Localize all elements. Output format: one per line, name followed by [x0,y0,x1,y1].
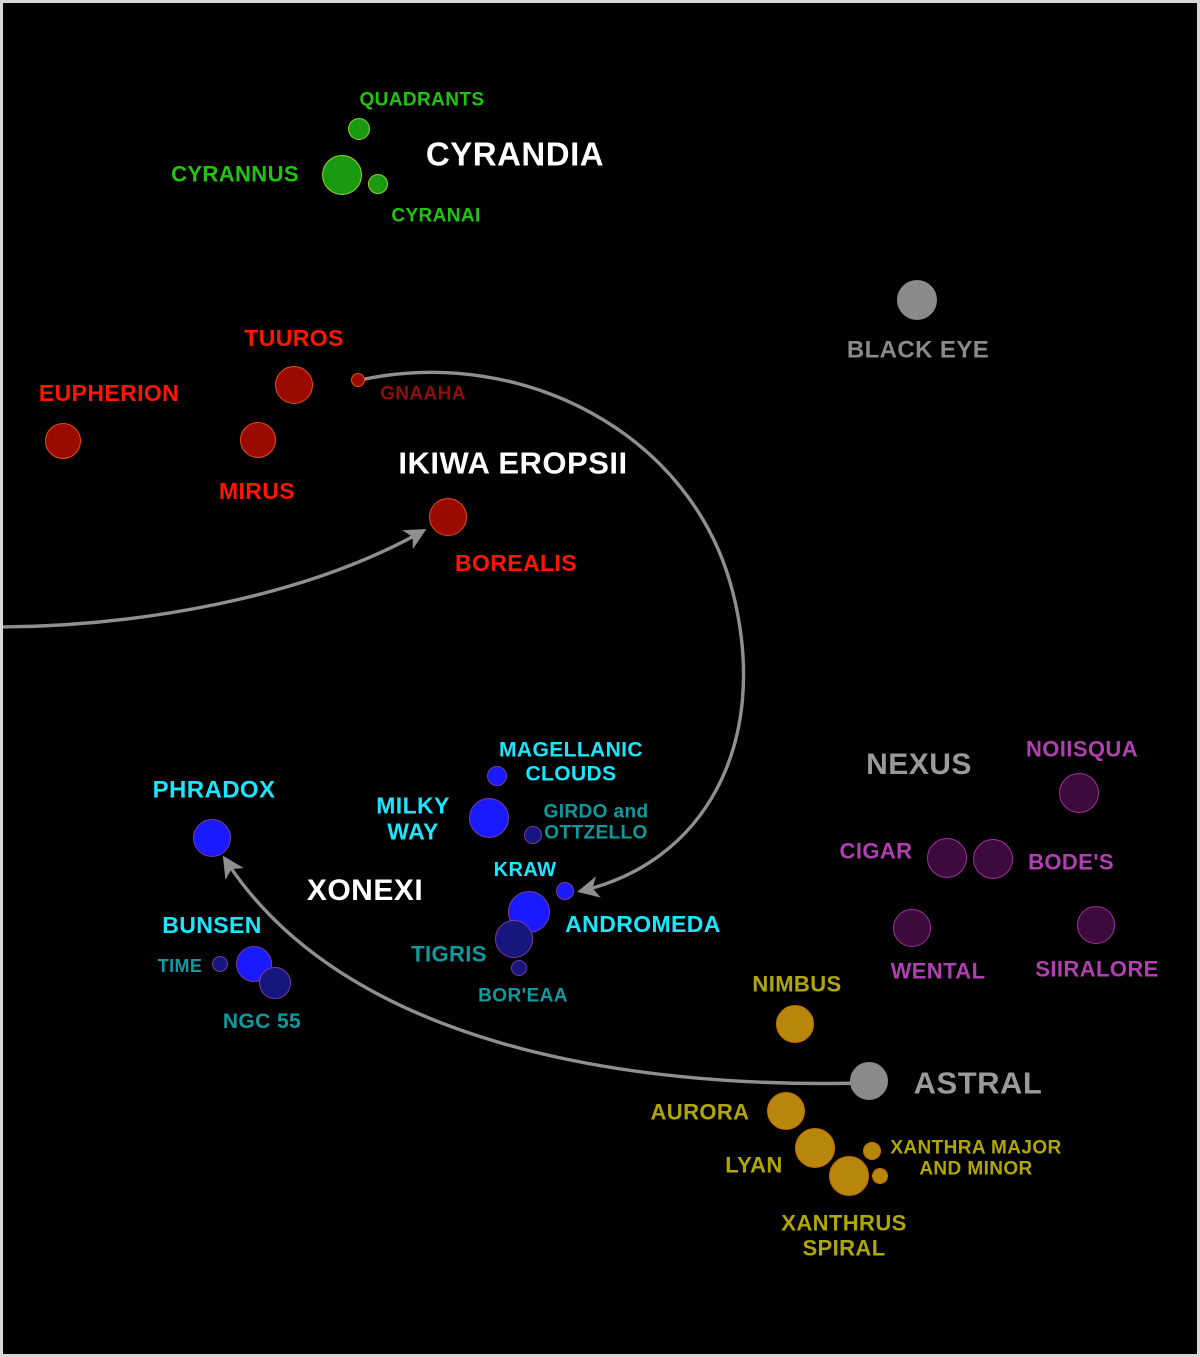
galaxy-node-bodes[interactable] [973,839,1013,879]
galaxy-label-girdo-ottzello: GIRDO and OTTZELLO [543,801,649,844]
galaxy-node-kraw[interactable] [556,882,574,900]
galaxy-node-eupherion[interactable] [45,423,81,459]
galaxy-label-time: TIME [157,955,203,976]
galaxy-node-lyan[interactable] [795,1128,835,1168]
galaxy-label-bodes: BODE'S [1028,849,1114,875]
galaxy-label-boreaa: BOR'EAA [478,985,568,1007]
galaxy-label-borealis: BOREALIS [454,550,578,577]
galaxy-node-cyranai-upper[interactable] [348,118,370,140]
galaxy-label-cigar: CIGAR [839,838,913,864]
galaxy-label-nimbus: NIMBUS [752,971,842,997]
galaxy-label-noiisqua: NOIISQUA [1026,736,1138,762]
galaxy-label-mirus: MIRUS [218,478,296,505]
galaxy-node-time[interactable] [212,956,228,972]
region-label-cyrandia: CYRANDIA [425,135,605,173]
region-label-ikiwa-eropsii: IKIWA EROPSII [398,445,628,481]
galaxy-label-xanthra-major: XANTHRA MAJOR AND MINOR [890,1137,1062,1180]
galaxy-node-black-eye[interactable] [897,280,937,320]
galaxy-node-mirus[interactable] [240,422,276,458]
galaxy-label-milky-way: MILKY WAY [376,792,450,844]
galaxy-label-magellanic-clouds: MAGELLANIC CLOUDS [499,738,643,785]
galaxy-node-xanthra-minor[interactable] [872,1168,888,1184]
galaxy-node-wental[interactable] [893,909,931,947]
galaxy-node-borealis[interactable] [429,498,467,536]
region-label-astral: ASTRAL [913,1065,1043,1101]
galaxy-node-xanthra-major[interactable] [863,1142,881,1160]
galaxy-label-wental: WENTAL [890,958,986,984]
galaxy-label-tigris: TIGRIS [411,941,487,967]
galaxy-node-cigar[interactable] [927,838,967,878]
galaxy-label-eupherion: EUPHERION [38,380,180,407]
galaxy-label-cyranai-upper: QUADRANTS [359,89,485,111]
region-label-xonexi: XONEXI [306,874,424,908]
galaxy-node-girdo-ottzello[interactable] [524,826,542,844]
galaxy-label-aurora: AURORA [650,1099,750,1125]
galaxy-node-nimbus[interactable] [776,1005,814,1043]
galaxy-node-tigris[interactable] [495,920,533,958]
galaxy-node-siiralore[interactable] [1077,906,1115,944]
galaxy-label-kraw: KRAW [493,858,557,881]
galaxy-label-cyrannus: CYRANNUS [171,161,299,187]
galaxy-label-cyranai: CYRANAI [391,205,481,227]
galaxy-label-bunsen: BUNSEN [162,912,262,939]
galaxy-label-lyan: LYAN [725,1152,783,1178]
galaxy-node-gnaaha[interactable] [351,373,365,387]
galaxy-label-ngc-55: NGC 55 [222,1010,302,1034]
galaxy-node-noiisqua[interactable] [1059,773,1099,813]
galaxy-node-xanthrus-spiral[interactable] [829,1156,869,1196]
galaxy-node-phradox[interactable] [193,819,231,857]
region-label-nexus: NEXUS [866,748,972,782]
galaxy-node-cyrannus[interactable] [322,155,362,195]
galaxy-label-gnaaha: GNAAHA [380,383,466,405]
galaxy-node-milky-way[interactable] [469,798,509,838]
galaxy-node-astral-core[interactable] [850,1062,888,1100]
galaxy-label-xanthrus-spiral: XANTHRUS SPIRAL [781,1210,907,1260]
galaxy-label-black-eye: BLACK EYE [846,336,990,364]
galaxy-label-siiralore: SIIRALORE [1035,956,1159,982]
galaxy-node-tuuros[interactable] [275,366,313,404]
galaxy-node-aurora[interactable] [767,1092,805,1130]
galaxy-node-boreaa[interactable] [511,960,527,976]
galaxy-node-magellanic-clouds[interactable] [487,766,507,786]
galaxy-node-cyranai[interactable] [368,174,388,194]
galaxy-label-andromeda: ANDROMEDA [565,911,721,938]
galaxy-label-phradox: PHRADOX [152,776,276,804]
galaxy-label-tuuros: TUUROS [244,325,344,352]
galaxy-node-ngc-55[interactable] [259,967,291,999]
galaxy-nodes-layer: QUADRANTS CYRANNUS CYRANAI EUPHERION TUUROS M… [3,3,1197,1354]
